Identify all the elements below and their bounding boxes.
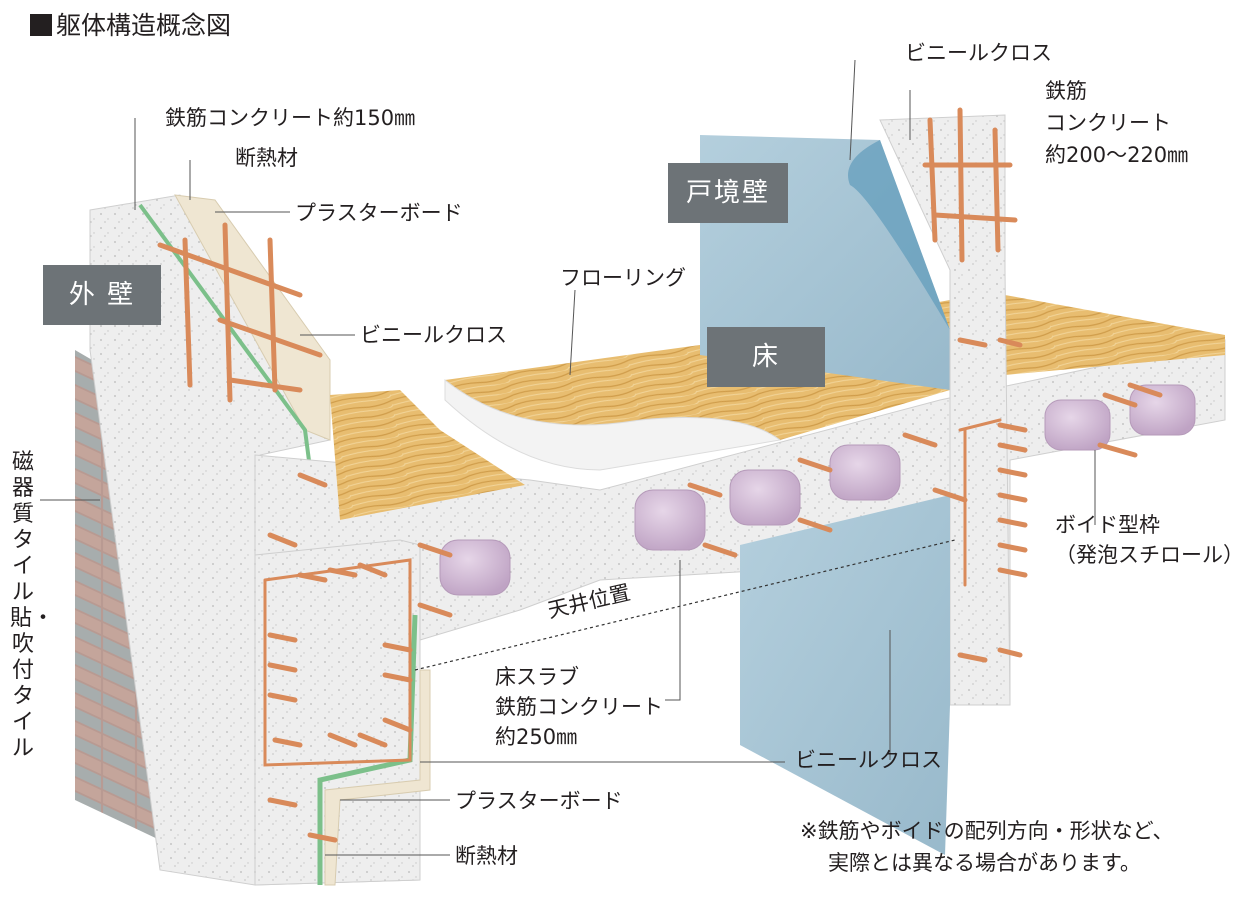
title-text: 躯体構造概念図 xyxy=(56,11,232,40)
label-flooring: フローリング xyxy=(560,266,686,290)
tag-floor: 床 xyxy=(707,327,825,387)
lower-wall-vinyl xyxy=(740,495,950,855)
flooring-far xyxy=(1005,295,1225,375)
label-ext-insulation: 断熱材 xyxy=(235,146,298,170)
label-void-form: ボイド型枠 （発泡スチロール） xyxy=(1055,513,1244,567)
rebars xyxy=(157,107,1018,767)
partition-wall-concrete xyxy=(879,114,1011,706)
note-line-1: ※鉄筋やボイドの配列方向・形状など、 xyxy=(800,819,1174,843)
lower-insulation xyxy=(317,614,418,885)
label-ext-concrete: 鉄筋コンクリート約150㎜ xyxy=(165,106,416,130)
tag-partition-wall: 戸境壁 xyxy=(668,163,788,223)
exterior-plasterboard xyxy=(174,194,331,441)
rebar-ends xyxy=(267,337,1163,843)
lower-plasterboard xyxy=(324,669,431,886)
flooring-peel xyxy=(444,378,782,471)
label-slab: 床スラブ 鉄筋コンクリート 約250㎜ xyxy=(495,665,663,749)
label-part-vinyl: ビニールクロス xyxy=(905,41,1052,65)
label-part-concrete: 鉄筋 コンクリート 約200〜220㎜ xyxy=(1045,79,1189,167)
title-square-icon xyxy=(30,14,52,36)
note-line-2: 実際とは異なる場合があります。 xyxy=(828,851,1141,875)
label-tile: 磁器質タイル貼・吹付タイル xyxy=(10,450,55,761)
partition-vinyl-curl xyxy=(848,140,950,330)
void-forms xyxy=(439,384,1196,596)
label-bottom-vinyl: ビニールクロス xyxy=(795,748,942,772)
label-bottom-insulation: 断熱材 xyxy=(455,844,518,868)
label-bottom-plasterboard: プラスターボード xyxy=(455,789,623,813)
diagram-title: 躯体構造概念図 xyxy=(30,10,231,42)
tag-exterior-wall: 外 壁 xyxy=(43,265,161,325)
ceiling-line xyxy=(414,539,956,671)
label-ext-vinyl: ビニールクロス xyxy=(360,323,507,347)
label-ext-plasterboard: プラスターボード xyxy=(295,201,463,225)
flooring-left xyxy=(330,390,525,520)
